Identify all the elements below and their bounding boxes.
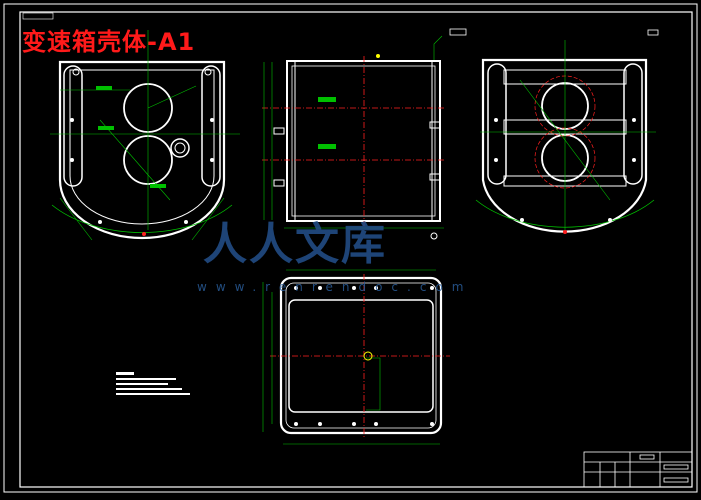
drawing-number-box: [22, 12, 54, 20]
title-block: [583, 451, 693, 488]
right-view: [475, 29, 659, 234]
left-view: [50, 30, 240, 241]
outer-frame: [3, 3, 698, 493]
drawing-title: 变速箱壳体-A1: [22, 28, 196, 56]
technical-notes: [116, 372, 190, 395]
bottom-plan-view: [262, 269, 450, 445]
inner-frame: [19, 11, 693, 488]
middle-top-view: [262, 28, 467, 240]
